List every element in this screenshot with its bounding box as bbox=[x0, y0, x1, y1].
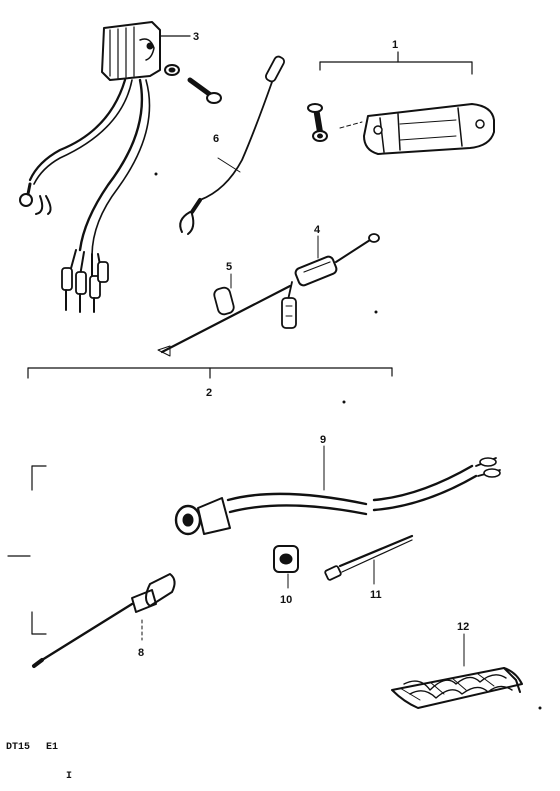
callout-4: 4 bbox=[314, 224, 321, 236]
callout-9: 9 bbox=[320, 434, 326, 446]
callout-6: 6 bbox=[213, 133, 219, 145]
rectifier-icon bbox=[19, 21, 180, 313]
lead-wire-icon bbox=[179, 55, 286, 235]
footer-mark: I bbox=[66, 771, 72, 782]
callout-2: 2 bbox=[206, 387, 212, 399]
callout-3: 3 bbox=[193, 31, 199, 43]
packet-icon bbox=[391, 667, 523, 709]
callout-1: 1 bbox=[392, 39, 398, 51]
sleeve-icon bbox=[213, 286, 235, 316]
plug-cap-icon bbox=[32, 573, 176, 668]
ignition-coil-icon bbox=[307, 103, 495, 155]
model-code: DT15 bbox=[6, 742, 30, 753]
callout-8: 8 bbox=[138, 647, 144, 659]
callout-10: 10 bbox=[280, 594, 292, 606]
callout-11: 11 bbox=[370, 589, 382, 601]
screw-icon bbox=[187, 77, 222, 104]
grommet-icon bbox=[273, 545, 299, 573]
callout-12: 12 bbox=[457, 621, 469, 633]
harness-icon bbox=[157, 233, 380, 357]
callout-5: 5 bbox=[226, 261, 232, 273]
cable-icon bbox=[174, 457, 501, 536]
region-code: E1 bbox=[46, 742, 58, 753]
wire-tie-icon bbox=[324, 534, 414, 581]
